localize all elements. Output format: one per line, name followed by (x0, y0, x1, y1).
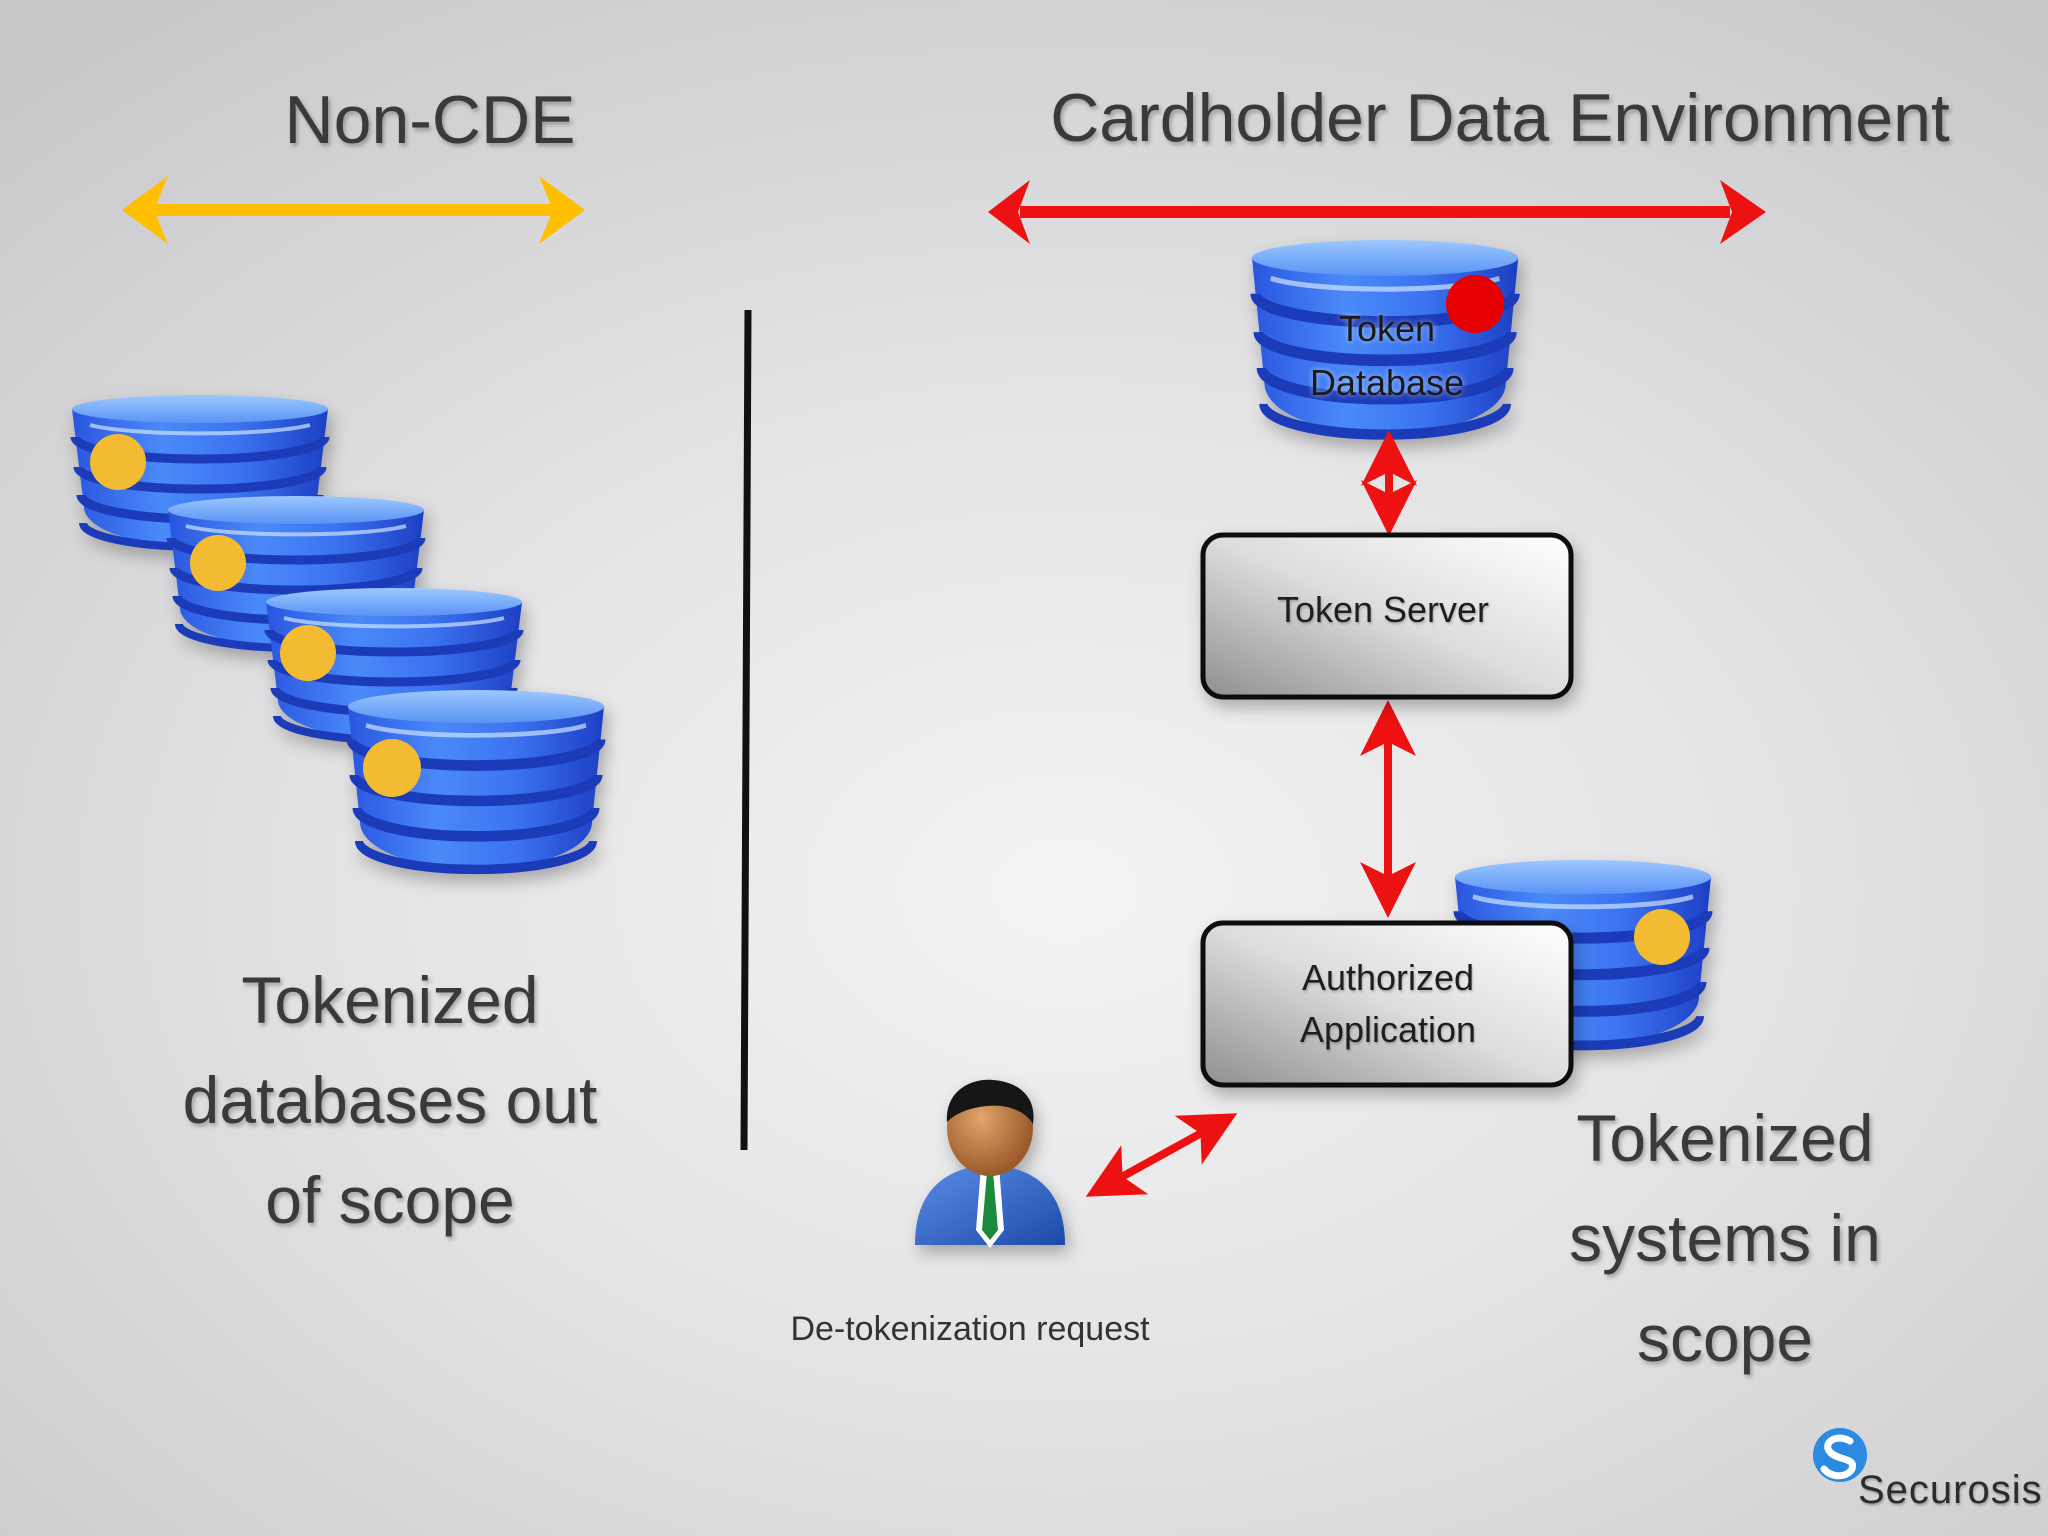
tokenized-database-4 (348, 690, 604, 869)
tokenized-database-1 (72, 395, 328, 547)
authorized-application-label: Authorized Application (1203, 952, 1573, 1056)
token-marker (363, 739, 421, 797)
authorized-application-label-line2: Application (1299, 1009, 1477, 1050)
in-scope-caption: Tokenized systems in scope (1569, 1101, 1881, 1375)
user-icon (915, 1079, 1065, 1248)
token-database (1252, 240, 1518, 435)
token-database-label-line1: Token (1338, 308, 1436, 349)
de-tokenization-request-label: De-tokenization request (790, 1310, 1150, 1348)
authorized-application-box (1200, 920, 1574, 1088)
token-database-label-line2: Database (1309, 362, 1465, 403)
out-of-scope-caption: Tokenized databases out of scope (182, 963, 598, 1237)
sensitive-data-marker (1446, 275, 1504, 333)
in-scope-database (1455, 860, 1711, 1045)
token-marker (1634, 909, 1690, 965)
non-cde-scope-arrow (122, 176, 585, 244)
cde-scope-arrow (988, 180, 1766, 244)
user-app-arrow (1085, 1113, 1238, 1197)
authorized-application-label-line1: Authorized (1301, 957, 1475, 998)
tokenized-database-stack (72, 395, 604, 869)
securosis-logo-icon (1813, 1428, 1867, 1482)
cde-heading: Cardholder Data Environment (1050, 80, 1950, 156)
token-server-label: Token Server (1276, 589, 1490, 630)
scope-divider (740, 309, 752, 1151)
token-marker (280, 625, 336, 681)
non-cde-heading: Non-CDE (284, 82, 576, 158)
token-marker (190, 535, 246, 591)
token-marker (90, 434, 146, 490)
tokenized-database-3 (266, 588, 522, 740)
token-server-box (1200, 532, 1574, 700)
securosis-brand-name: Securosis (1858, 1468, 2043, 1512)
token-database-label: Token Database (1262, 302, 1512, 410)
tokenized-database-2 (168, 496, 424, 648)
